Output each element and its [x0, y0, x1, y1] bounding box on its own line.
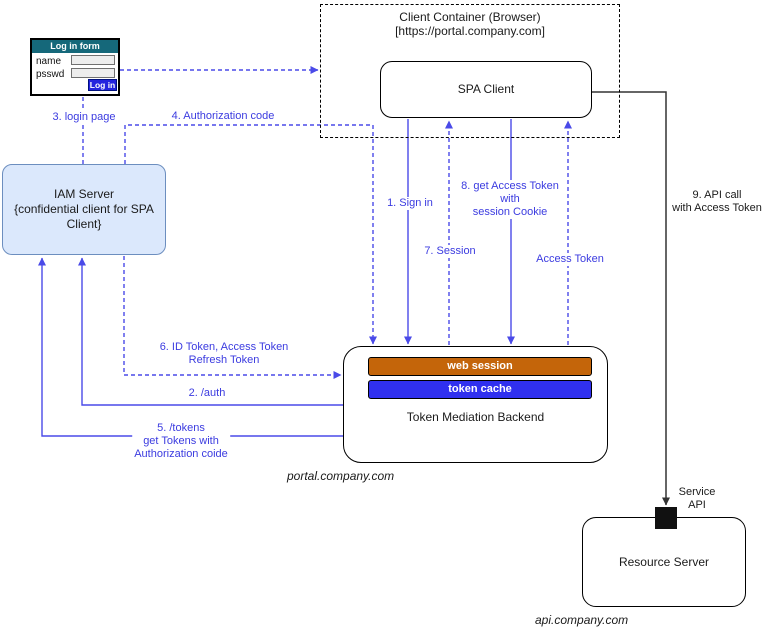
iam-server-line3: Client} — [66, 217, 102, 231]
client-container-title-line1: Client Container (Browser) — [399, 10, 541, 24]
edge-label-step3: 3. login page — [50, 111, 118, 124]
edge-label-access-token: Access Token — [534, 253, 606, 266]
edge-label-step5-line3: Authorization coide — [134, 448, 228, 460]
iam-server-box: IAM Server {confidential client for SPA … — [2, 164, 166, 255]
spa-client-box: SPA Client — [380, 61, 592, 118]
edge-label-step5-line2: get Tokens with — [143, 435, 219, 447]
login-form-title: Log in form — [32, 40, 118, 53]
resource-server-box: Resource Server — [582, 517, 746, 607]
api-domain-label: api.company.com — [535, 613, 629, 627]
client-container-title: Client Container (Browser) [https://port… — [321, 10, 619, 38]
name-label: name — [36, 56, 62, 67]
edge-authorization-code — [124, 124, 377, 345]
service-api-label-line1: Service — [678, 486, 716, 498]
psswd-label: psswd — [36, 69, 65, 80]
iam-server-line2: {confidential client for SPA — [14, 202, 154, 216]
iam-server-label: IAM Server {confidential client for SPA … — [14, 187, 154, 232]
edge-label-step4: 4. Authorization code — [169, 110, 277, 123]
edge-id-token — [123, 256, 342, 379]
client-container-box: Client Container (Browser) [https://port… — [320, 4, 620, 138]
psswd-field — [71, 68, 115, 78]
portal-domain-label: portal.company.com — [287, 469, 395, 483]
edge-label-step8-line3: session Cookie — [472, 206, 548, 218]
edge-label-step8-line2: with — [500, 193, 520, 205]
service-api-label-line2: API — [688, 499, 706, 511]
login-form: Log in form name psswd Log in — [30, 38, 120, 96]
edge-label-step9: 9. API call with Access Token — [670, 189, 762, 215]
edge-label-step8: 8. get Access Token with session Cookie — [459, 180, 561, 219]
login-button: Log in — [88, 79, 117, 91]
token-mediation-backend-box: web session token cache Token Mediation … — [343, 346, 608, 463]
edge-label-step2: 2. /auth — [186, 387, 228, 400]
spa-client-label: SPA Client — [457, 82, 515, 96]
web-session-bar: web session — [368, 357, 592, 376]
edge-label-step6-line2: Refresh Token — [188, 354, 260, 366]
edge-label-step6-line1: 6. ID Token, Access Token — [159, 341, 289, 353]
edge-label-step1: 1. Sign in — [385, 197, 435, 210]
edge-api-call — [592, 91, 670, 506]
edge-label-step6: 6. ID Token, Access Token Refresh Token — [157, 341, 291, 367]
edge-label-step9-line2: with Access Token — [672, 202, 762, 214]
edge-label-step8-line1: 8. get Access Token — [461, 180, 559, 192]
edge-label-step5: 5. /tokens get Tokens with Authorization… — [132, 422, 230, 461]
token-mediation-backend-label: Token Mediation Backend — [406, 410, 545, 424]
edge-tokens — [38, 257, 343, 437]
iam-server-line1: IAM Server — [53, 187, 114, 201]
edge-label-step9-line1: 9. API call — [692, 189, 742, 201]
edge-label-step5-line1: 5. /tokens — [157, 422, 205, 434]
token-cache-bar: token cache — [368, 380, 592, 399]
resource-server-label: Resource Server — [618, 554, 710, 569]
name-field — [71, 55, 115, 65]
service-api-port — [655, 507, 677, 529]
service-api-label: Service API — [677, 486, 718, 512]
edge-auth — [78, 257, 343, 406]
client-container-title-line2: [https://portal.company.com] — [395, 24, 545, 38]
edge-label-step7: 7. Session — [422, 245, 478, 258]
